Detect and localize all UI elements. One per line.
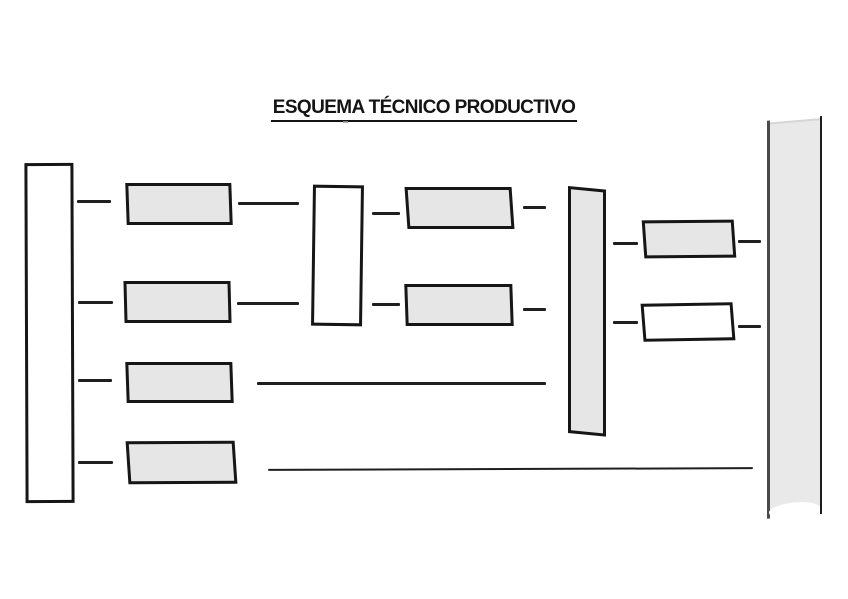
center-junction-column [311, 184, 364, 327]
mid-stage-box-2 [404, 284, 514, 326]
connector-dash-band-2 [738, 325, 761, 328]
stray-pen-mark [343, 121, 348, 123]
output-band [767, 116, 822, 521]
connector-dash-left-2 [78, 301, 113, 304]
output-band-left-edge [767, 120, 770, 519]
left-source-column [24, 162, 75, 504]
connector-dash-post-mid-2 [523, 308, 546, 311]
connector-long-line-2 [267, 467, 754, 471]
connector-dash-center-1 [372, 212, 400, 215]
left-stage-box-1 [125, 183, 233, 225]
connector-long-line-1 [257, 382, 546, 385]
connector-line-mid-2 [237, 302, 299, 305]
connector-line-mid-1 [238, 202, 299, 205]
connector-dash-band-1 [738, 240, 761, 243]
connector-dash-right-1 [613, 242, 638, 245]
right-stage-box-2 [640, 302, 736, 342]
output-band-right-edge [819, 116, 822, 515]
page-title: ESQUEMA TÉCNICO PRODUCTIVO [0, 84, 848, 122]
left-stage-box-3 [125, 362, 234, 403]
connector-dash-left-4 [78, 461, 113, 464]
left-stage-box-4 [125, 440, 238, 485]
connector-dash-center-2 [372, 303, 400, 306]
left-stage-box-2 [123, 281, 232, 323]
connector-dash-post-mid-1 [523, 206, 546, 209]
mid-stage-box-1 [404, 187, 515, 229]
output-band-bottom-fade [769, 500, 820, 521]
connector-dash-right-2 [613, 321, 638, 324]
right-stage-box-1 [641, 219, 737, 259]
page-title-text: ESQUEMA TÉCNICO PRODUCTIVO [270, 97, 578, 122]
connector-dash-left-3 [78, 379, 112, 382]
connector-dash-left-1 [77, 200, 111, 203]
right-collector-column [568, 186, 606, 437]
